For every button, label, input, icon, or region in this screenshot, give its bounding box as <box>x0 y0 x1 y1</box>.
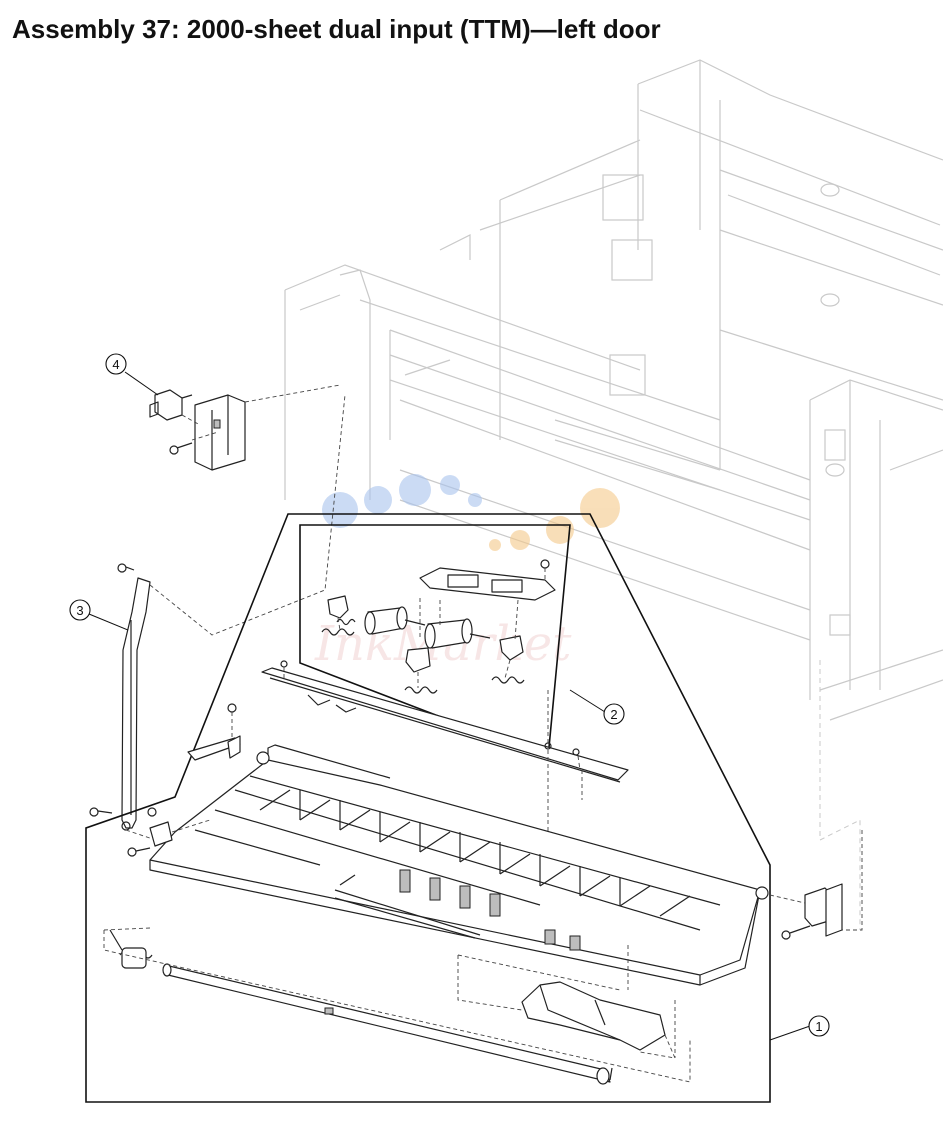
watermark-dot-blue-2 <box>364 486 392 514</box>
callout-4-label: 4 <box>112 357 119 372</box>
page-title: Assembly 37: 2000-sheet dual input (TTM)… <box>12 14 661 44</box>
watermark-dot-blue-1 <box>322 492 358 528</box>
watermark-dot-orange-4 <box>489 539 501 551</box>
watermark-dot-orange-1 <box>580 488 620 528</box>
callout-2-label: 2 <box>610 707 617 722</box>
callout-2: 2 <box>569 689 625 725</box>
callout-1-label: 1 <box>815 1019 822 1034</box>
printer-frame-background <box>284 59 943 930</box>
watermark-dot-blue-4 <box>440 475 460 495</box>
watermark-dot-blue-3 <box>399 474 431 506</box>
watermark-dot-orange-3 <box>510 530 530 550</box>
callout-3: 3 <box>69 599 129 631</box>
part-1-left-door-assembly <box>103 660 863 1085</box>
part-4-sensor-bracket <box>149 384 341 471</box>
watermark-dot-orange-2 <box>546 516 574 544</box>
callout-3-label: 3 <box>76 603 83 618</box>
callout-1: 1 <box>769 1015 830 1041</box>
callout-4: 4 <box>105 353 159 396</box>
part-2-pick-roller-assembly <box>299 524 571 760</box>
watermark-dot-blue-5 <box>468 493 482 507</box>
assembly-outline <box>85 513 771 1103</box>
